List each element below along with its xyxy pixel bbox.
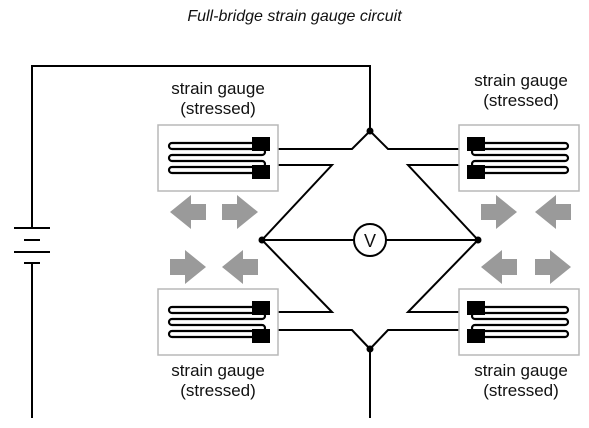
arrow-right-icon: [222, 195, 258, 229]
arrow-right-icon: [170, 250, 206, 284]
diagram-title: Full-bridge strain gauge circuit: [187, 8, 402, 25]
voltmeter-label: V: [364, 231, 376, 251]
arrow-left-icon: [222, 250, 258, 284]
arrow-left-icon: [170, 195, 206, 229]
strain-gauge-bottom-left: [156, 287, 280, 357]
voltmeter: V: [353, 223, 387, 257]
junction-dots: [258, 127, 482, 353]
arrow-left-icon: [535, 195, 571, 229]
strain-gauge-top-right: [457, 123, 581, 193]
gauge-label-line1: strain gauge: [171, 361, 265, 380]
gauge-label-line1: strain gauge: [474, 71, 568, 90]
gauge-labels: strain gauge (stressed) strain gauge (st…: [171, 71, 568, 400]
gauge-label-line2: (stressed): [483, 91, 559, 110]
battery-symbol: [14, 227, 50, 264]
arrow-left-icon: [481, 250, 517, 284]
gauge-label-line2: (stressed): [180, 381, 256, 400]
gauge-label-line2: (stressed): [483, 381, 559, 400]
arrow-right-icon: [535, 250, 571, 284]
strain-gauge-bottom-right: [457, 287, 581, 357]
gauge-label-line1: strain gauge: [171, 79, 265, 98]
gauge-label-line1: strain gauge: [474, 361, 568, 380]
arrow-right-icon: [481, 195, 517, 229]
gauge-label-line2: (stressed): [180, 99, 256, 118]
strain-gauge-top-left: [156, 123, 280, 193]
